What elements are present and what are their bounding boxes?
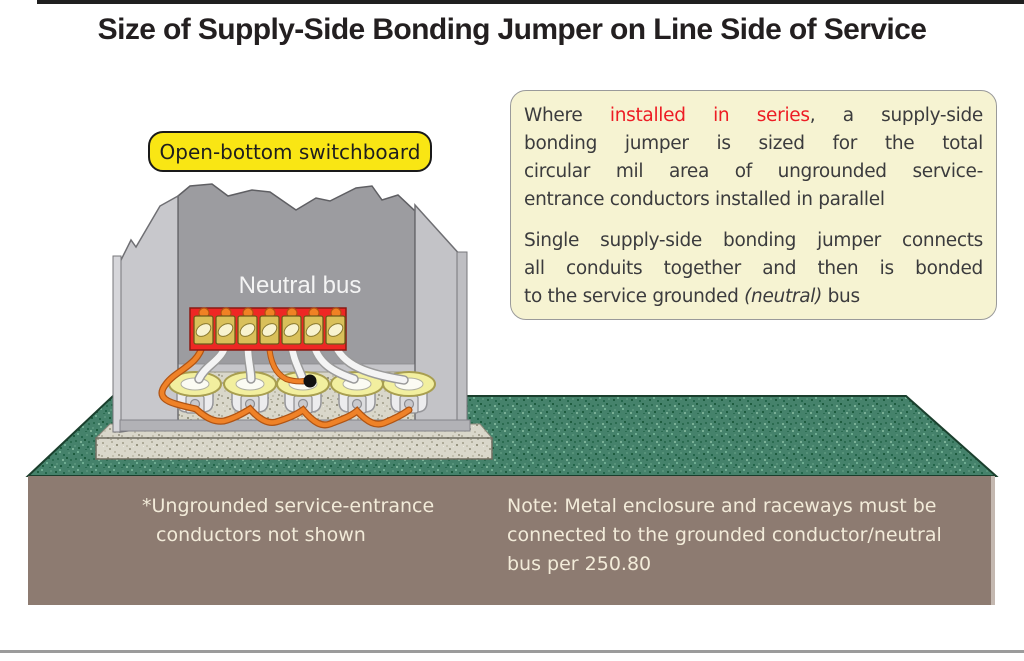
open-bottom-switchboard-label-text: Open-bottom switchboard bbox=[159, 139, 421, 164]
bus-terminal-lugs bbox=[193, 307, 346, 345]
neutral-bus-bar bbox=[189, 307, 347, 351]
info-line: all conduits together and then is bonded bbox=[524, 258, 983, 279]
open-bottom-switchboard-label: Open-bottom switchboard bbox=[148, 131, 432, 172]
info-line: entrance conductors installed in paralle… bbox=[524, 189, 885, 210]
info-line: Where installed in series, a supply-side bbox=[524, 105, 983, 126]
page-title: Size of Supply-Side Bonding Jumper on Li… bbox=[97, 13, 927, 46]
info-line: to the service grounded (neutral) bus bbox=[524, 286, 860, 307]
bonding-jumper-wire bbox=[158, 340, 413, 429]
neutral-bus-label: Neutral bus bbox=[238, 272, 362, 299]
info-line: Single supply-side bonding jumper connec… bbox=[524, 230, 983, 251]
note-line: connected to the grounded conductor/neut… bbox=[507, 524, 942, 546]
ungrounded-conductors-note: *Ungrounded service-entrance conductors … bbox=[142, 492, 434, 550]
info-box: Where installed in series, a supply-side… bbox=[510, 90, 997, 320]
highlighted-phrase: installed in series bbox=[609, 105, 810, 126]
info-line: bonding jumper is sized for the total bbox=[524, 133, 983, 154]
bonding-connection-dot bbox=[303, 374, 317, 388]
switchboard-left-panel bbox=[112, 194, 179, 433]
info-paragraph-1: Where installed in series, a supply-side… bbox=[524, 102, 983, 214]
note-line: *Ungrounded service-entrance bbox=[142, 495, 435, 517]
note-line: Note: Metal enclosure and raceways must … bbox=[507, 495, 937, 517]
note-line: bus per 250.80 bbox=[507, 553, 652, 575]
earth-cross-section bbox=[28, 476, 995, 605]
italic-phrase: (neutral) bbox=[744, 286, 823, 307]
bottom-rule bbox=[0, 650, 1024, 653]
info-paragraph-2: Single supply-side bonding jumper connec… bbox=[524, 227, 983, 311]
note-line: conductors not shown bbox=[156, 524, 366, 546]
info-line: circular mil area of ungrounded service- bbox=[524, 161, 983, 182]
top-rule bbox=[37, 0, 1024, 4]
enclosure-bottom-rail bbox=[119, 419, 471, 432]
metal-enclosure-note: Note: Metal enclosure and raceways must … bbox=[507, 492, 942, 579]
